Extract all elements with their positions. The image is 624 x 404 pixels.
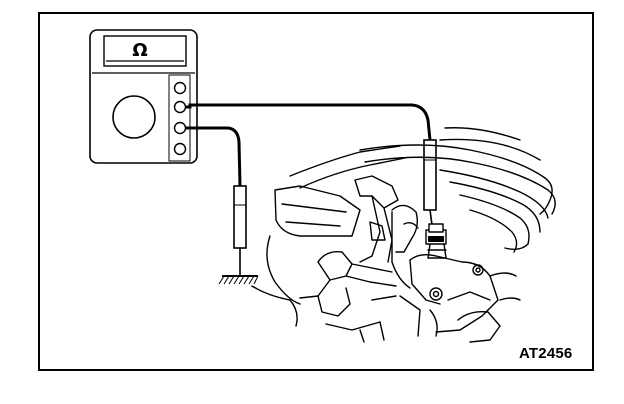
meter-dial [112,95,156,139]
ground-symbol-icon [218,275,259,285]
ohmmeter-icon [89,29,198,164]
meter-jack-column [168,74,191,162]
meter-jack-1 [173,81,187,95]
sensor-probe [423,139,437,233]
figure-id-label: AT2456 [519,345,573,362]
sensor-terminal [428,236,444,242]
test-lead-positive [186,103,432,141]
diagram-frame [38,12,594,371]
ohm-symbol: Ω [132,40,148,61]
meter-jack-3 [173,121,187,135]
meter-display [103,35,187,67]
test-lead-ground [186,126,242,187]
meter-jack-4 [173,142,187,156]
meter-jack-2 [173,100,187,114]
test-probe-icon [233,185,247,275]
engine-assembly-illustration [251,127,556,343]
